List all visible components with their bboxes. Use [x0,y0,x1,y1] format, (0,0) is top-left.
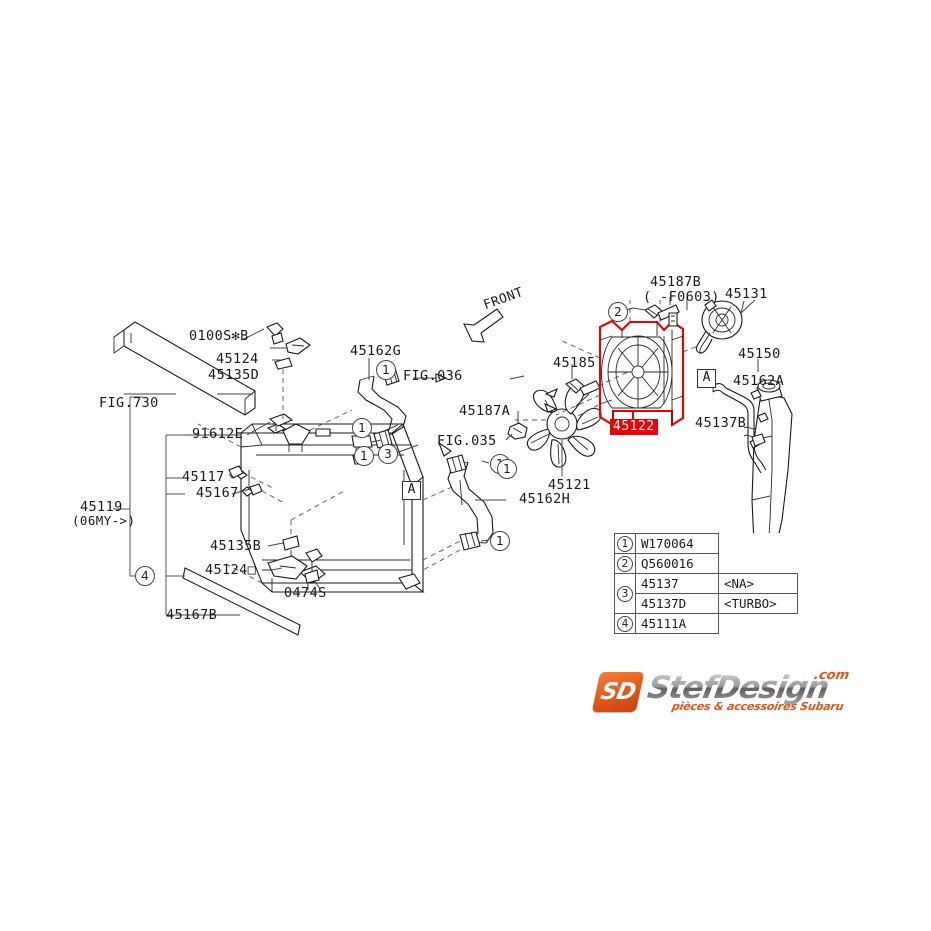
stefdesign-logo-icon: SD [591,672,645,712]
parts-legend-table: 1 W170064 2 Q560016 3 45137 <NA> 45137D … [614,533,798,634]
reference-marker-a-radiator: A [402,481,421,500]
label-45135B: 45135B [210,538,262,554]
part-45131-fan-motor [695,299,756,354]
part-fig730-beam [113,321,256,416]
label-45150: 45150 [738,346,781,362]
part-45187A-nut [507,411,528,440]
label-45162A: 45162A [733,373,785,389]
legend-marker-1: 1 [614,533,636,554]
front-direction-arrow [463,308,504,343]
part-45162H-lower-hose [422,441,494,571]
legend-marker-4: 4 [614,613,636,634]
label-0100S-B: 0100S✻B [189,328,249,344]
stefdesign-tagline: pièces & accessoires Subaru [670,700,845,713]
part-lower-mount-group [267,489,347,584]
part-45117-45167-clips [228,465,287,505]
label-0474S: 0474S [284,585,327,601]
part-45121-fan-blade [515,383,602,476]
label-45187B-range: ( -F0603) [643,289,720,305]
label-45119-model-year: (06MY->) [72,513,136,528]
label-fig-035: FIG.035 [437,433,497,449]
legend-marker-3: 3 [614,573,636,614]
bracket-parts-group [165,434,185,616]
label-45167B: 45167B [166,607,218,623]
legend-part-1: W170064 [635,533,719,554]
label-91612E: 91612E [192,426,244,442]
label-45124: 45124 [216,351,259,367]
label-45187A: 45187A [459,403,511,419]
legend-row-3a: 3 45137 <NA> [614,573,798,614]
label-45135D: 45135D [208,367,260,383]
callout-4-group: 4 [135,566,155,586]
bracket-45119 [113,396,143,577]
stefdesign-logo-text: SD [598,679,638,705]
legend-part-2: Q560016 [635,553,719,574]
label-45162H: 45162H [519,491,571,507]
part-45137B-clip [751,433,766,447]
label-45121: 45121 [548,477,591,493]
label-fig-036: FIG.036 [403,368,463,384]
stefdesign-watermark: SD StefDesign .com pièces & accessoires … [591,668,864,720]
part-45124-upper-mount [266,322,311,420]
label-45185: 45185 [553,355,596,371]
leader-lines [124,297,759,616]
label-45137B: 45137B [695,415,747,431]
callout-1-fig035: 1 [497,459,517,479]
part-45167B-strip [182,567,301,636]
label-45117: 45117 [182,469,225,485]
callout-1-hose-h-lower: 1 [490,531,510,551]
legend-part-4: 45111A [635,613,719,634]
legend-row-1: 1 W170064 [614,533,798,554]
legend-row-2: 2 Q560016 [614,553,798,574]
callout-3-radiator-cap: 3 [378,444,398,464]
label-45131: 45131 [725,286,768,302]
legend-part-3-na: 45137 [635,573,719,594]
legend-variant-turbo: <TURBO> [718,593,798,614]
legend-part-3-turbo: 45137D [635,593,719,614]
callout-2-bolt: 2 [608,302,628,322]
callout-1-hose-g-upper: 1 [376,360,396,380]
label-45187B: 45187B [650,274,702,290]
legend-row-4: 4 45111A [614,613,798,634]
stefdesign-tld: .com [812,668,851,683]
part-45150-reservoir-tank [750,379,793,557]
callout-1-hose-g-lower: 1 [354,446,374,466]
legend-row-3b: 45137D <TURBO> [615,593,798,614]
label-45167: 45167 [196,485,239,501]
label-45162G: 45162G [350,343,402,359]
reference-marker-a-reservoir: A [697,369,716,388]
label-45119: 45119 [80,499,123,515]
legend-marker-2: 2 [614,553,636,574]
label-45124D: 45124□ [205,562,257,578]
label-fig-730: FIG.730 [99,395,159,411]
legend-variant-na: <NA> [718,573,798,594]
highlighted-part-number-45122[interactable]: 45122 [610,419,658,435]
part-45187B-bolt [632,297,680,327]
part-91612E-bracket [268,413,294,431]
callout-1-radiator-upper: 1 [352,418,372,438]
